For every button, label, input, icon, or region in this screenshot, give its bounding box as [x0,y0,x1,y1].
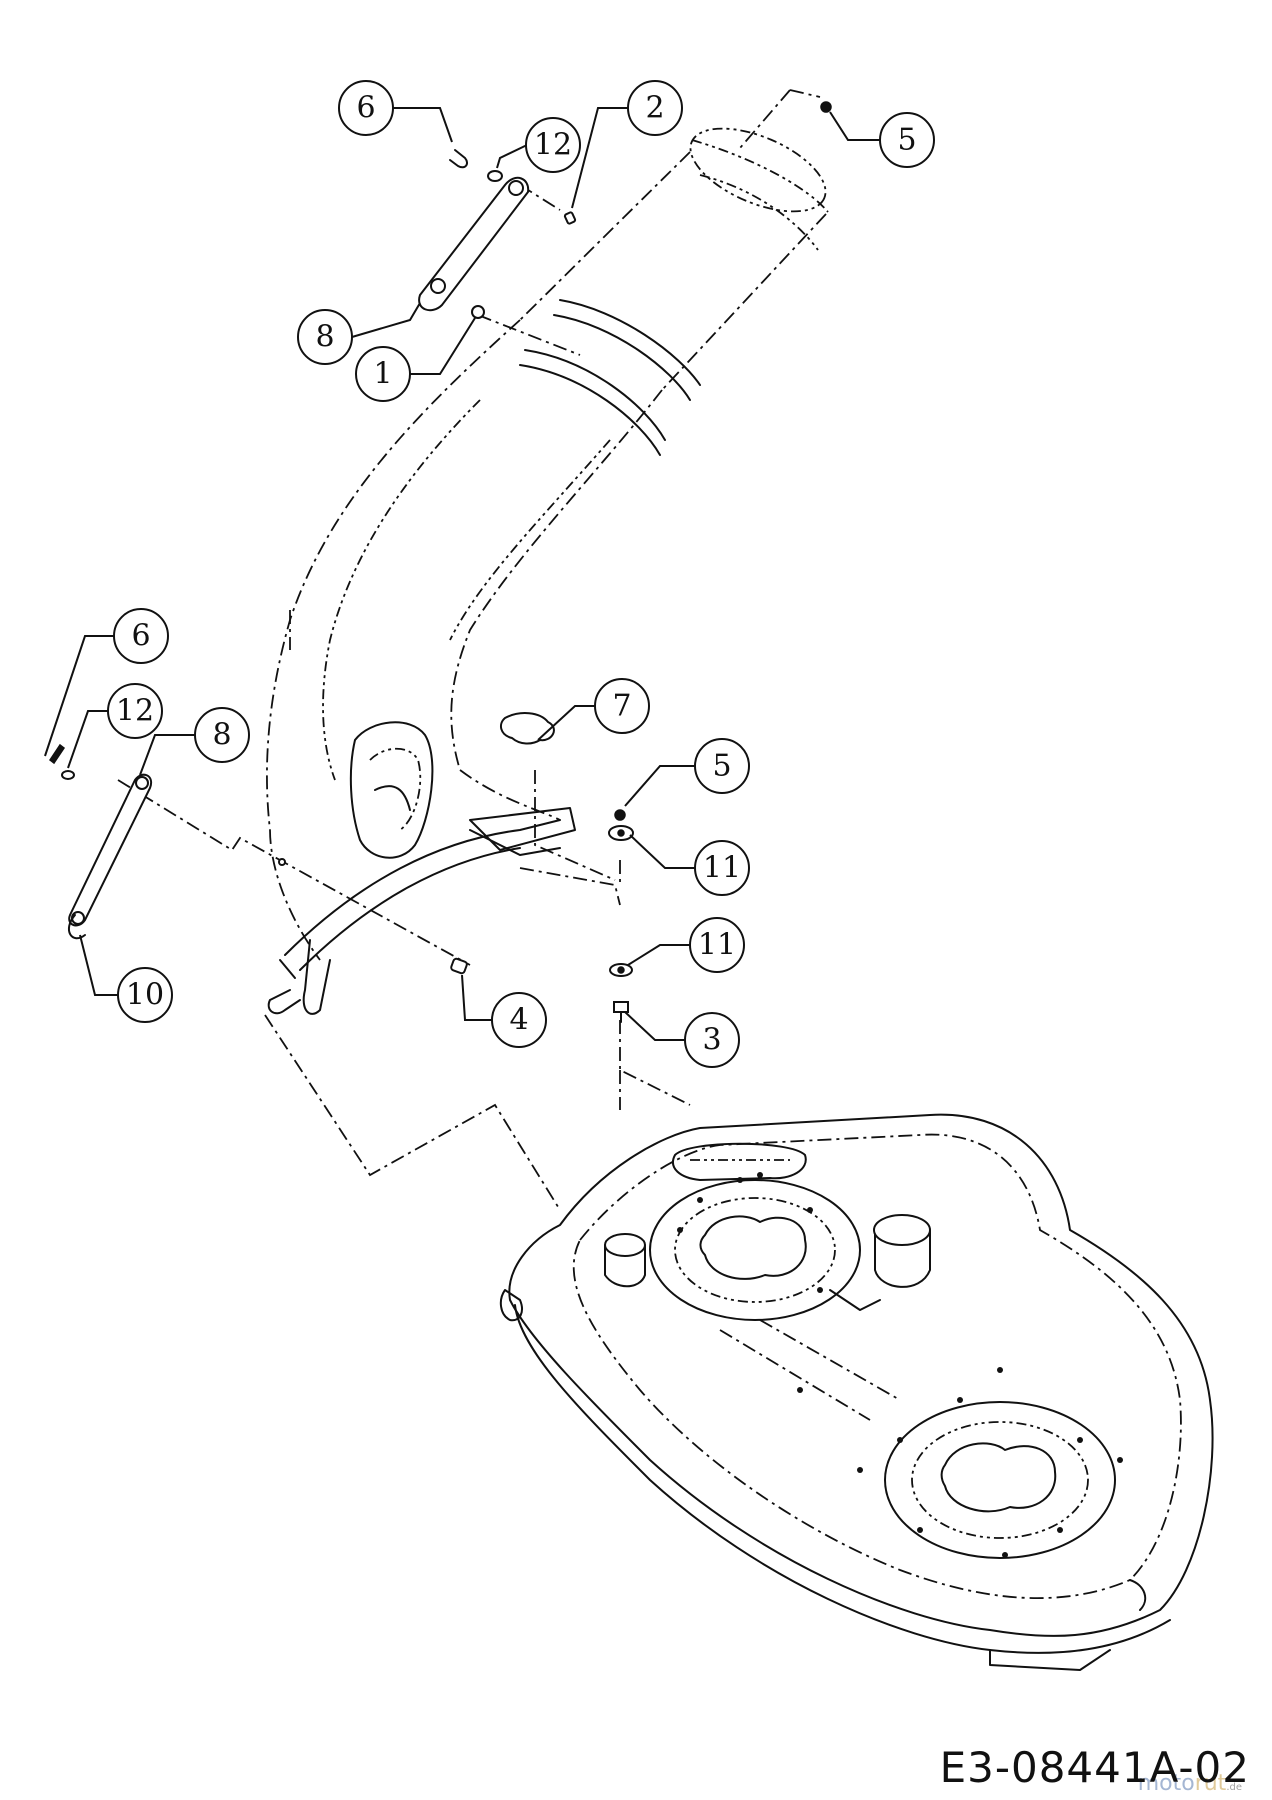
svg-text:7: 7 [612,689,631,724]
svg-text:8: 8 [315,320,334,355]
callout-1: 1 [355,346,411,402]
callout-8-upper: 8 [297,309,353,365]
callout-6-upper: 6 [338,80,394,136]
drawing-code-label: E3-08441A-02 [939,1743,1250,1792]
callout-6-lower: 6 [113,608,169,664]
svg-text:12: 12 [116,694,154,729]
svg-text:3: 3 [702,1023,721,1058]
callout-5-lower: 5 [694,738,750,794]
callout-7: 7 [594,678,650,734]
mower-deck [499,1113,1214,1671]
svg-text:4: 4 [509,1003,528,1038]
hardware-parts [48,101,832,1023]
callout-2: 2 [627,80,683,136]
callout-4: 4 [491,992,547,1048]
svg-text:1: 1 [373,357,392,392]
svg-text:8: 8 [212,718,231,753]
svg-text:6: 6 [131,619,150,654]
svg-text:2: 2 [645,91,664,126]
svg-text:5: 5 [712,749,731,784]
callout-5-upper: 5 [879,112,935,168]
svg-text:5: 5 [897,123,916,158]
svg-text:11: 11 [698,928,736,963]
watermark-logo: motorut.de [1137,1771,1242,1796]
svg-text:10: 10 [126,978,164,1013]
callout-12-lower: 12 [107,683,163,739]
callout-3: 3 [684,1012,740,1068]
callout-leaders [44,107,880,1041]
callout-11-lower: 11 [689,917,745,973]
callout-11-upper: 11 [694,840,750,896]
callout-8-lower: 8 [194,707,250,763]
callout-10: 10 [117,967,173,1023]
discharge-chute [266,127,829,1015]
svg-text:6: 6 [356,91,375,126]
svg-text:11: 11 [703,851,741,886]
callout-12-upper: 12 [525,117,581,173]
svg-text:12: 12 [534,128,572,163]
assembly-lines [117,89,821,1211]
